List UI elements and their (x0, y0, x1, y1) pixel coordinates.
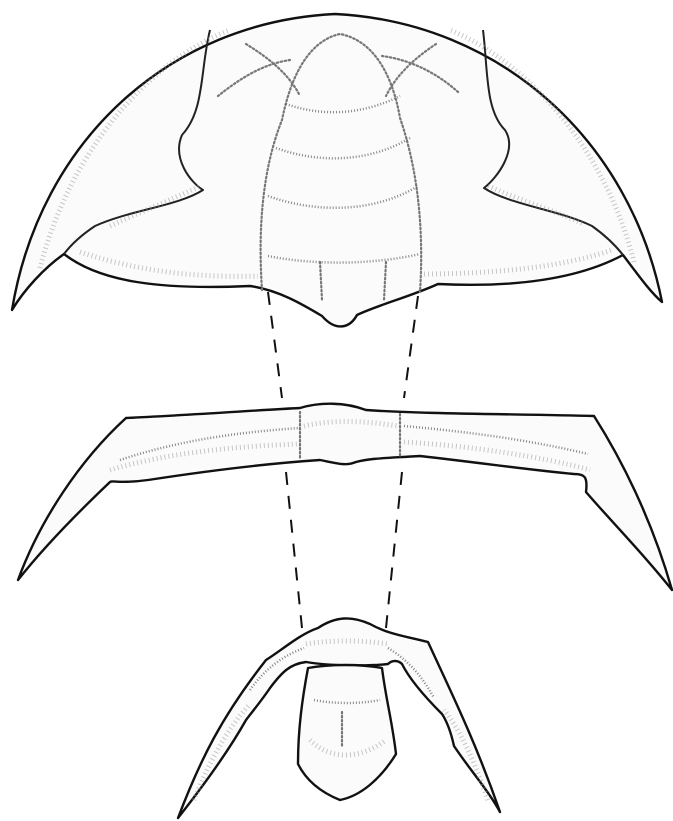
pygidium-axis (298, 665, 396, 800)
thoracic-segment (18, 404, 672, 590)
connector-lower-right (386, 472, 402, 628)
thoracic-segment-outline (18, 404, 672, 590)
connector-lines-lower (286, 472, 402, 628)
cephalon (12, 14, 662, 326)
pygidium (178, 618, 500, 818)
connector-upper-right (404, 296, 418, 398)
connector-upper-left (268, 292, 282, 398)
connector-lower-left (286, 472, 302, 628)
cephalon-outline (12, 14, 662, 326)
